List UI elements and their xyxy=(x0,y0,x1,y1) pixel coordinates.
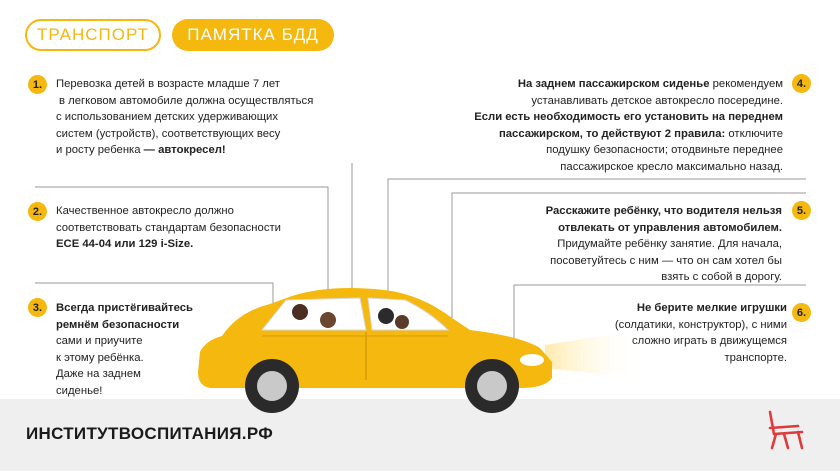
rule-2-emphasis: ECE 44-04 или 129 i-Size. xyxy=(56,238,194,250)
rule-3-line: сами и приучите xyxy=(56,335,143,347)
footer-site-name: ИНСТИТУТВОСПИТАНИЯ.РФ xyxy=(26,424,274,443)
connector-6 xyxy=(513,284,806,338)
rule-4-text: На заднем пассажирском сиденье рекоменду… xyxy=(410,76,783,175)
rule-1-number-badge: 1. xyxy=(28,75,47,94)
rule-5-text: Расскажите ребёнку, что водителя нельзя … xyxy=(480,203,782,286)
front-wheel-hub xyxy=(477,371,507,401)
passenger-head xyxy=(292,304,308,320)
tag-memo: ПАМЯТКА БДД xyxy=(172,19,334,51)
rule-3-bold-line: ремнём безопасности xyxy=(56,318,180,331)
rule-5-line: взять с собой в дорогу. xyxy=(661,271,782,283)
rule-4-line: устанавливать детское автокресло посеред… xyxy=(531,94,783,107)
rule-6-line: транспорте. xyxy=(724,351,787,364)
rule-1-line: с использованием детских удерживающих xyxy=(56,111,279,123)
passenger-head xyxy=(320,312,336,328)
rule-3-line: к этому ребёнка. xyxy=(56,351,144,364)
footer-band xyxy=(0,399,840,471)
rule-4-bold-lead: На заднем пассажирском сиденье xyxy=(517,78,710,90)
rule-6-bold-line: Не берите мелкие игрушки xyxy=(636,302,787,314)
rule-4-line: пассажирское кресло максимально назад. xyxy=(560,160,783,173)
rule-5-bold-line: отвлекать от управления автомобилем. xyxy=(558,221,782,234)
rule-5-line: Придумайте ребёнку занятие. Для начала, xyxy=(557,238,782,250)
connector-5 xyxy=(451,192,806,318)
rule-6-number-badge: 6. xyxy=(792,303,811,322)
rule-4-number-badge: 4. xyxy=(792,74,811,93)
rule-5-bold-line: Расскажите ребёнку, что водителя нельзя xyxy=(545,205,782,217)
rule-4-bold-line: пассажирском, то действуют 2 правила: xyxy=(498,127,726,140)
rule-6-line: (солдатики, конструктор), с ними xyxy=(614,318,787,331)
rear-window xyxy=(260,297,367,331)
rule-2-text: Качественное автокресло должно соответст… xyxy=(56,203,336,253)
rule-3-line: сиденье! xyxy=(56,384,103,397)
rule-2-number-badge: 2. xyxy=(28,202,47,221)
rule-4-bold-line: Если есть необходимость его установить н… xyxy=(474,111,783,123)
connector-3 xyxy=(35,282,274,305)
tag-transport: ТРАНСПОРТ xyxy=(25,19,161,51)
rule-4-line: подушку безопасности; отодвиньте передне… xyxy=(546,144,783,156)
rule-3-number-badge: 3. xyxy=(28,298,47,317)
rule-1-line: Перевозка детей в возрасте младше 7 лет xyxy=(56,78,280,90)
connector-2 xyxy=(35,186,329,305)
rule-3-line: Даже на заднем xyxy=(56,368,141,380)
rule-1-line: и росту ребенка xyxy=(56,144,141,156)
rule-3-text: Всегда пристёгивайтесь ремнём безопаснос… xyxy=(56,300,256,399)
headlight-beam xyxy=(545,330,640,378)
headlight xyxy=(520,354,544,366)
rule-1-line: в легковом автомобиле должна осуществлят… xyxy=(59,94,314,107)
rule-1-emphasis: — автокресел! xyxy=(143,144,226,156)
rule-2-line: соответствовать стандартам безопасности xyxy=(56,221,281,234)
connector-4 xyxy=(387,178,806,300)
rule-6-line: сложно играть в движущемся xyxy=(631,335,787,347)
rule-1-text: Перевозка детей в возрасте младше 7 лет … xyxy=(56,76,346,159)
rule-5-number-badge: 5. xyxy=(792,201,811,220)
rule-1-line: систем (устройств), соответствующих весу xyxy=(56,127,281,140)
rule-3-bold-line: Всегда пристёгивайтесь xyxy=(56,302,193,314)
rule-5-line: посоветуйтесь с ним — что он сам хотел б… xyxy=(550,254,782,267)
rule-6-text: Не берите мелкие игрушки (солдатики, кон… xyxy=(560,300,787,366)
chair-logo-icon xyxy=(768,410,804,450)
rule-4-line: рекомендуем xyxy=(712,78,783,90)
passenger-head xyxy=(395,315,409,329)
rear-wheel-hub xyxy=(257,371,287,401)
rule-2-line: Качественное автокресло должно xyxy=(56,205,234,217)
rule-4-line: отключите xyxy=(728,127,783,140)
driver-head xyxy=(378,308,394,324)
